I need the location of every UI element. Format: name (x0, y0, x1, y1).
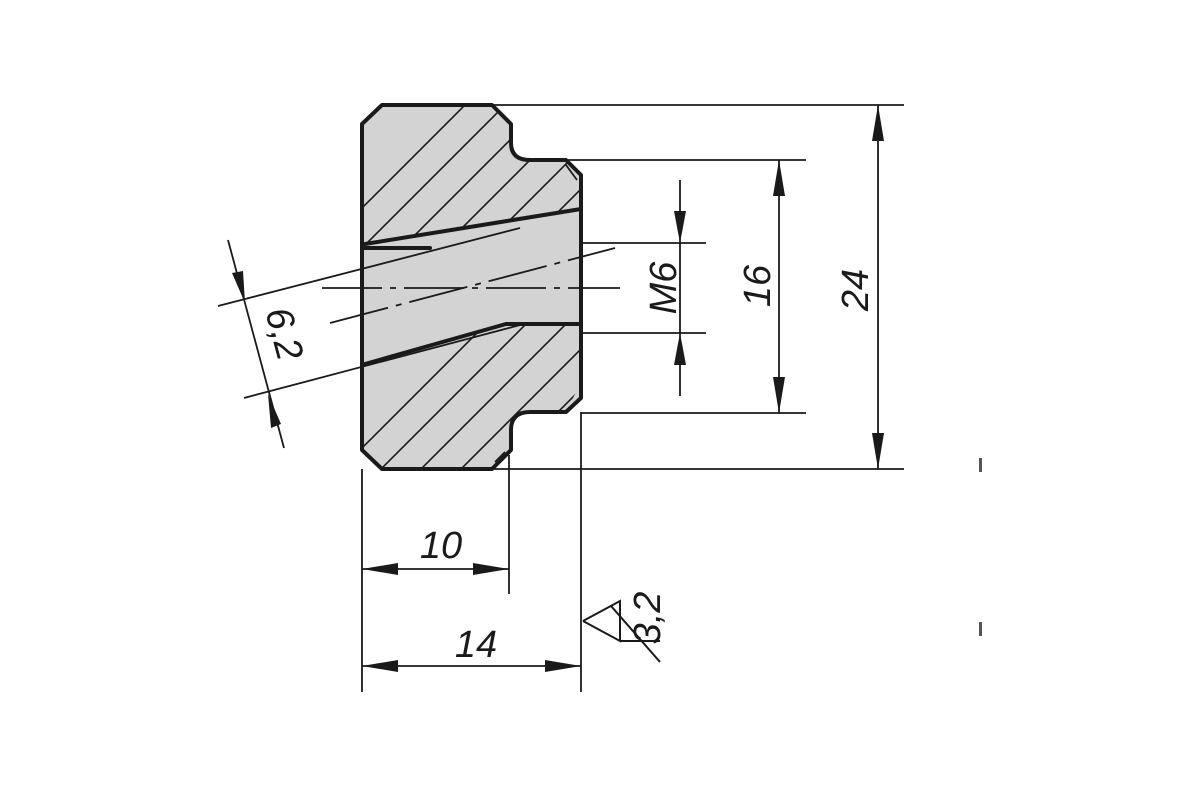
dim-label-inner: 16 (737, 264, 779, 307)
part-outline (360, 103, 583, 471)
dim-label-bore: 6,2 (256, 303, 310, 365)
dim-label-outer: 24 (835, 269, 877, 312)
dim-label-depth: 10 (420, 525, 462, 567)
part-section (360, 103, 583, 471)
dim-label-thread: M6 (643, 261, 685, 315)
bore-edge-upper (363, 207, 583, 246)
dim-depth-inner: 10 (361, 455, 510, 692)
surface-roughness-symbol: 3,2 (582, 592, 669, 663)
dim-inner-diameter: 16 (566, 159, 806, 414)
section-fill (362, 105, 581, 469)
roughness-value: 3,2 (627, 592, 669, 645)
dim-bore-diameter: 6,2 (217, 227, 521, 449)
dim-label-length: 14 (455, 624, 497, 666)
dim-thread: M6 (581, 180, 706, 396)
dim-total-length: 14 (362, 412, 582, 692)
center-lines (322, 247, 620, 324)
bore-edge-lower (363, 322, 508, 366)
dim-outer-diameter: 24 (492, 104, 904, 470)
